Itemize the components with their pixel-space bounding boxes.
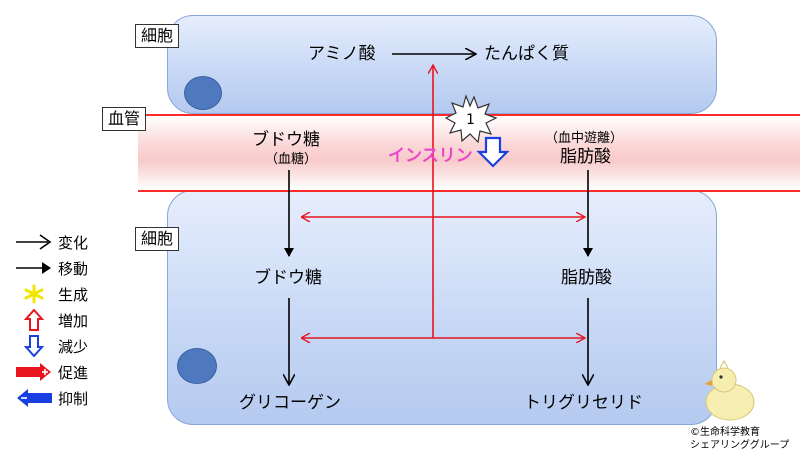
legend-item-promote: 促進 (14, 361, 88, 383)
legend-item-inhibit: 抑制 (14, 387, 88, 409)
insulin-decrease-arrow-icon (476, 136, 510, 168)
triglyceride-label: トリグリセリド (524, 393, 643, 413)
blood-glucose-label: ブドウ糖 (252, 130, 320, 150)
legend-label: 増加 (58, 311, 89, 330)
free-fatty-sub-label: （血中遊離） (545, 131, 624, 146)
glycogen-label: グリコーゲン (239, 393, 341, 413)
legend-item-move: 移動 (14, 257, 88, 279)
legend-item-decrease: 減少 (14, 335, 89, 358)
inhibit-blue-icon (17, 389, 52, 407)
top-cell-tag: 細胞 (135, 24, 180, 48)
top-cell (167, 15, 717, 114)
legend-label: 移動 (58, 259, 89, 278)
burst-number: 1 (466, 112, 475, 128)
legend-label: 減少 (58, 337, 89, 356)
blood-glucose-sub-label: （血糖） (265, 152, 318, 167)
protein-label: たんぱく質 (484, 44, 569, 64)
cell-fatty-acid-label: 脂肪酸 (561, 268, 612, 288)
vessel-tag: 血管 (102, 107, 147, 131)
top-nucleus (184, 76, 222, 110)
down-arrow-blue-icon (23, 335, 45, 358)
legend-item-increase: 増加 (14, 308, 89, 331)
legend-label: 生成 (58, 285, 89, 304)
legend-item-change: 変化 (14, 231, 88, 253)
amino-acid-label: アミノ酸 (308, 44, 376, 64)
bottom-cell-tag: 細胞 (135, 227, 180, 251)
arrow-solid-icon (16, 262, 51, 274)
legend-item-generate: 生成 (14, 283, 88, 305)
cell-glucose-label: ブドウ糖 (254, 268, 322, 288)
promote-red-icon (16, 363, 51, 381)
credit-line2: シェアリンググループ (690, 440, 790, 451)
legend-label: 変化 (58, 233, 89, 252)
insulin-label: インスリン (388, 146, 473, 166)
legend-label: 抑制 (58, 389, 89, 408)
up-arrow-red-icon (23, 308, 45, 331)
burst-star-icon (444, 94, 498, 144)
legend-label: 促進 (58, 363, 89, 382)
star-yellow-icon (24, 284, 44, 304)
credit-line1: ©生命科学教育 (690, 427, 760, 438)
bottom-nucleus (177, 348, 217, 384)
arrow-outline-icon (16, 234, 52, 250)
bottom-cell (167, 190, 717, 425)
blood-fatty-acid-label: 脂肪酸 (560, 147, 611, 167)
